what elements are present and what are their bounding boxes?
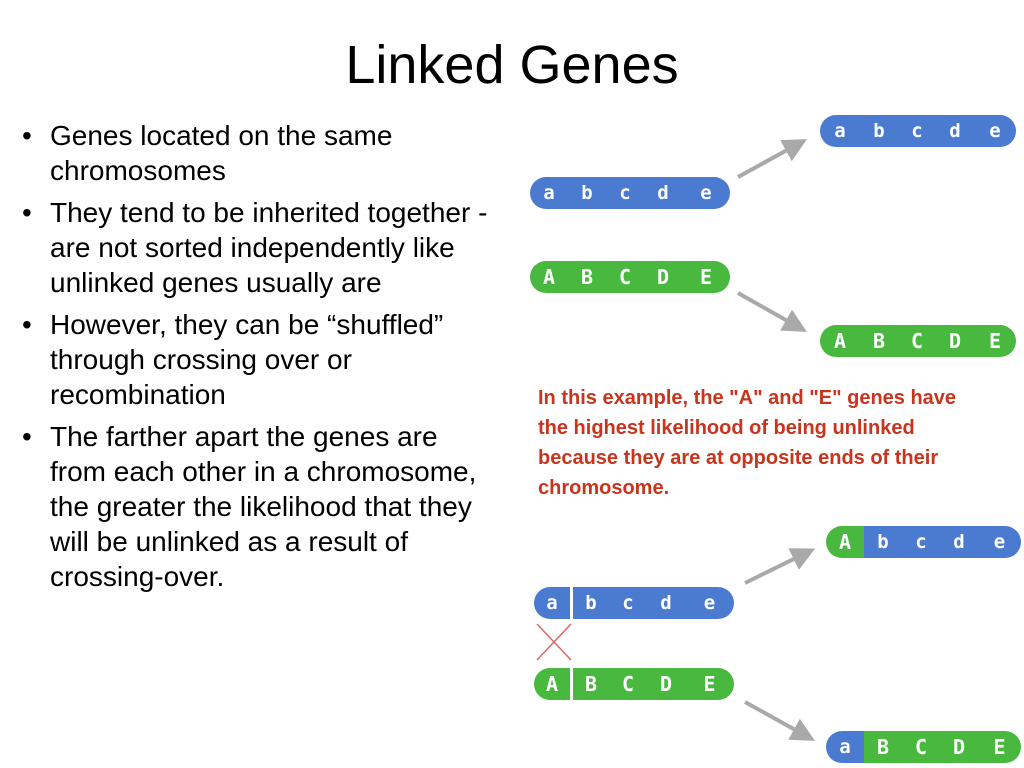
bullet-item: • They tend to be inherited together - ar…	[22, 195, 500, 300]
example-note: In this example, the "A" and "E" genes h…	[538, 387, 957, 499]
gene-E: E	[978, 731, 1021, 763]
chromosome-bottom-child-mixed-2: a B C D E	[826, 731, 1021, 763]
gene-E: E	[699, 265, 713, 289]
bullet-list: • Genes located on the same chromosomes •…	[22, 118, 500, 601]
gene-d: d	[949, 120, 961, 142]
gene-d: d	[657, 182, 669, 204]
gene-b: b	[873, 120, 885, 142]
gene-A: A	[833, 329, 847, 353]
gene-a: a	[834, 120, 846, 142]
gene-B: B	[584, 672, 598, 696]
arrow-down-bottom	[744, 700, 815, 741]
gene-C: C	[902, 731, 940, 763]
crossover-gap	[570, 668, 573, 700]
bullet-text: However, they can be “shuffled” through …	[50, 309, 444, 410]
bullet-glyph: •	[22, 421, 32, 452]
gene-A: A	[545, 672, 559, 696]
gene-B: B	[872, 329, 886, 353]
gene-b: b	[581, 182, 593, 204]
bullet-glyph: •	[22, 309, 32, 340]
slide-title: Linked Genes	[345, 35, 679, 95]
gene-A: A	[826, 526, 864, 558]
chromosome-bottom-parent-blue: a b c d e	[534, 587, 734, 619]
gene-e: e	[700, 182, 712, 204]
gene-C: C	[910, 329, 924, 353]
gene-E: E	[988, 329, 1002, 353]
bullet-glyph: •	[22, 197, 32, 228]
gene-b: b	[585, 592, 597, 614]
gene-a: a	[826, 731, 864, 763]
gene-b: b	[864, 526, 902, 558]
arrow-up-top	[737, 139, 808, 179]
gene-A: A	[542, 265, 556, 289]
gene-a: a	[546, 592, 558, 614]
gene-c: c	[622, 592, 634, 614]
gene-c: c	[911, 120, 923, 142]
bullet-text: The farther apart the genes are from eac…	[50, 421, 477, 592]
chromosome-bottom-parent-green: A B C D E	[534, 668, 734, 700]
gene-e: e	[989, 120, 1001, 142]
chromosome-top-child-green: A B C D E	[820, 325, 1016, 357]
gene-D: D	[948, 329, 962, 353]
gene-D: D	[659, 672, 673, 696]
arrow-up-bottom	[744, 548, 816, 585]
bullet-glyph: •	[22, 120, 32, 151]
gene-c: c	[902, 526, 940, 558]
gene-d: d	[660, 592, 672, 614]
gene-e: e	[978, 526, 1021, 558]
gene-a: a	[543, 182, 555, 204]
gene-D: D	[656, 265, 670, 289]
bullet-text: They tend to be inherited together - are…	[50, 197, 488, 298]
chromosome-bottom-child-mixed-1: A b c d e	[826, 526, 1021, 558]
gene-C: C	[618, 265, 632, 289]
gene-B: B	[864, 731, 902, 763]
gene-E: E	[703, 672, 716, 696]
bullet-item: • The farther apart the genes are from ea…	[22, 419, 500, 594]
chromosome-top-parent-green: A B C D E	[530, 261, 730, 293]
gene-c: c	[619, 182, 631, 204]
crossover-gap	[570, 587, 573, 619]
arrow-down-top	[737, 291, 807, 332]
crossover-icon	[536, 623, 572, 661]
gene-e: e	[703, 592, 716, 614]
bullet-item: • Genes located on the same chromosomes	[22, 118, 500, 188]
gene-d: d	[940, 526, 978, 558]
gene-B: B	[580, 265, 594, 289]
bullet-text: Genes located on the same chromosomes	[50, 120, 393, 186]
gene-C: C	[621, 672, 635, 696]
gene-D: D	[940, 731, 978, 763]
chromosome-top-child-blue: a b c d e	[820, 115, 1016, 147]
chromosome-top-parent-blue: a b c d e	[530, 177, 730, 209]
bullet-item: • However, they can be “shuffled” through…	[22, 307, 500, 412]
